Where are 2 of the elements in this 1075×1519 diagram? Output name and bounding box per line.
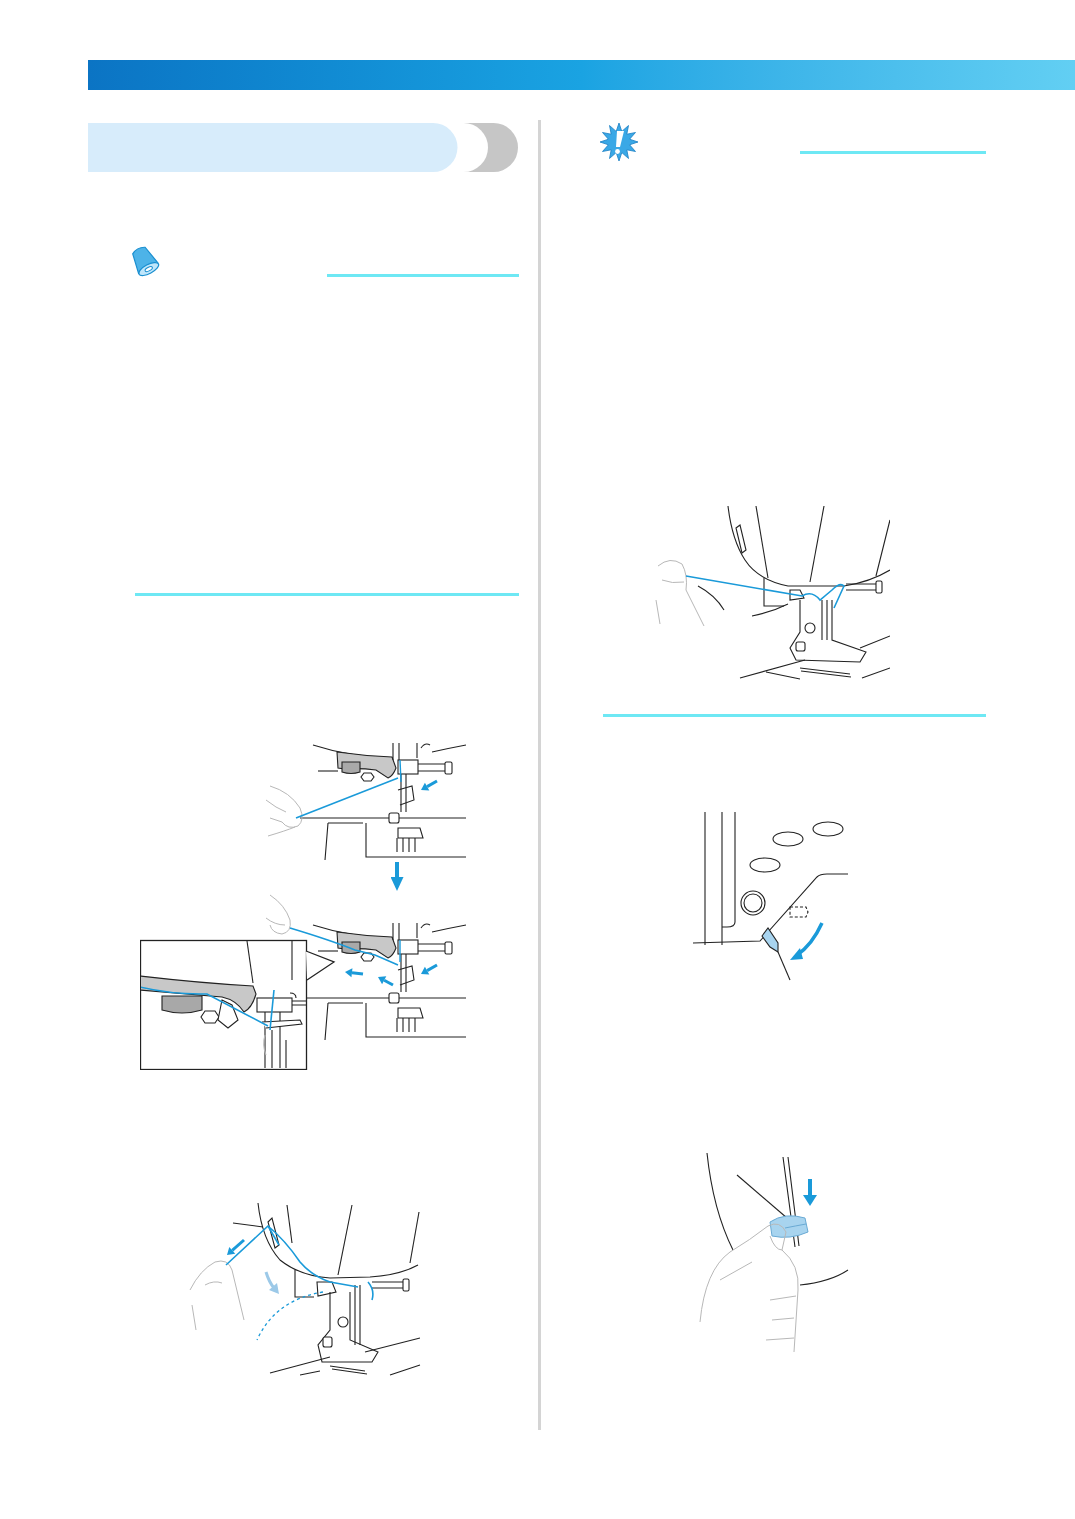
arrow [390, 862, 404, 891]
sewing-machine-drawing [265, 742, 467, 862]
